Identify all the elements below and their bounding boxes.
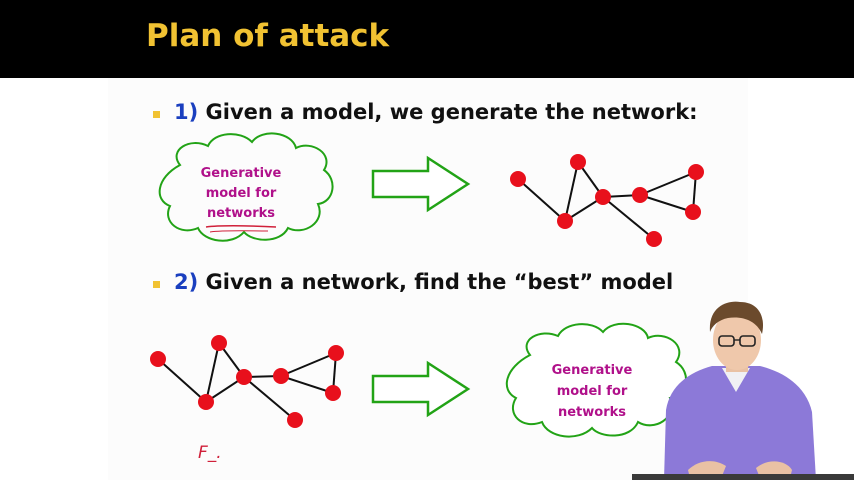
presenter-hand <box>688 461 726 478</box>
graph-edge <box>639 171 697 196</box>
presenter <box>632 301 854 480</box>
cloud-text-line: model for <box>206 186 277 201</box>
cloud-icon: Generative model for networks <box>158 132 334 242</box>
glasses-icon <box>739 335 756 347</box>
presenter-collar <box>722 368 750 392</box>
graph-edge <box>602 196 655 240</box>
network-node-icon <box>632 187 648 203</box>
network-node-icon <box>510 171 526 187</box>
cloud-text-line: networks <box>207 206 275 221</box>
graph-edge <box>280 375 334 394</box>
presenter-hair <box>709 301 764 334</box>
network-node-icon <box>570 154 586 170</box>
slide-title: Plan of attack <box>146 18 390 54</box>
network-node-icon <box>688 164 704 180</box>
handwritten-underline <box>209 230 269 233</box>
cloud-text-line: networks <box>558 405 626 420</box>
cloud-text-line: Generative <box>201 166 282 181</box>
graph-edge <box>280 352 337 377</box>
network-node-icon <box>236 369 252 385</box>
network-graph <box>150 335 344 428</box>
network-node-icon <box>150 351 166 367</box>
handwritten-note: F_. <box>198 443 222 463</box>
network-node-icon <box>198 394 214 410</box>
network-node-icon <box>595 189 611 205</box>
network-node-icon <box>325 385 341 401</box>
graph-edge <box>517 178 566 222</box>
network-node-icon <box>646 231 662 247</box>
network-node-icon <box>273 368 289 384</box>
network-graph <box>510 154 704 247</box>
bullet-text: Given a network, find the “best” model <box>205 270 674 294</box>
handwritten-underline <box>205 225 277 228</box>
glasses-icon <box>718 335 735 347</box>
bullet-number: 1) <box>174 100 199 124</box>
bullet-1: 1) Given a model, we generate the networ… <box>174 100 698 124</box>
graph-edge <box>157 358 207 403</box>
network-node-icon <box>328 345 344 361</box>
network-node-icon <box>287 412 303 428</box>
presenter-shirt <box>664 366 816 480</box>
bullet-text: Given a model, we generate the network: <box>205 100 698 124</box>
cloud-text-line: Generative <box>552 363 633 378</box>
right-arrow-icon <box>371 155 471 213</box>
graph-edge <box>243 376 296 421</box>
bullet-2: 2) Given a network, find the “best” mode… <box>174 270 673 294</box>
title-bar: Plan of attack <box>0 0 854 78</box>
graph-edge <box>205 342 220 403</box>
presenter-hand <box>756 461 792 478</box>
desk-edge <box>632 474 854 480</box>
bullet-marker <box>153 111 160 118</box>
graph-edge <box>564 161 579 222</box>
network-node-icon <box>685 204 701 220</box>
network-node-icon <box>211 335 227 351</box>
graph-edge <box>639 194 694 213</box>
network-node-icon <box>557 213 573 229</box>
cloud-text-line: model for <box>557 384 628 399</box>
right-arrow-icon <box>371 360 471 418</box>
bullet-marker <box>153 281 160 288</box>
bullet-number: 2) <box>174 270 199 294</box>
cloud-icon: Generative model for networks <box>505 322 687 438</box>
